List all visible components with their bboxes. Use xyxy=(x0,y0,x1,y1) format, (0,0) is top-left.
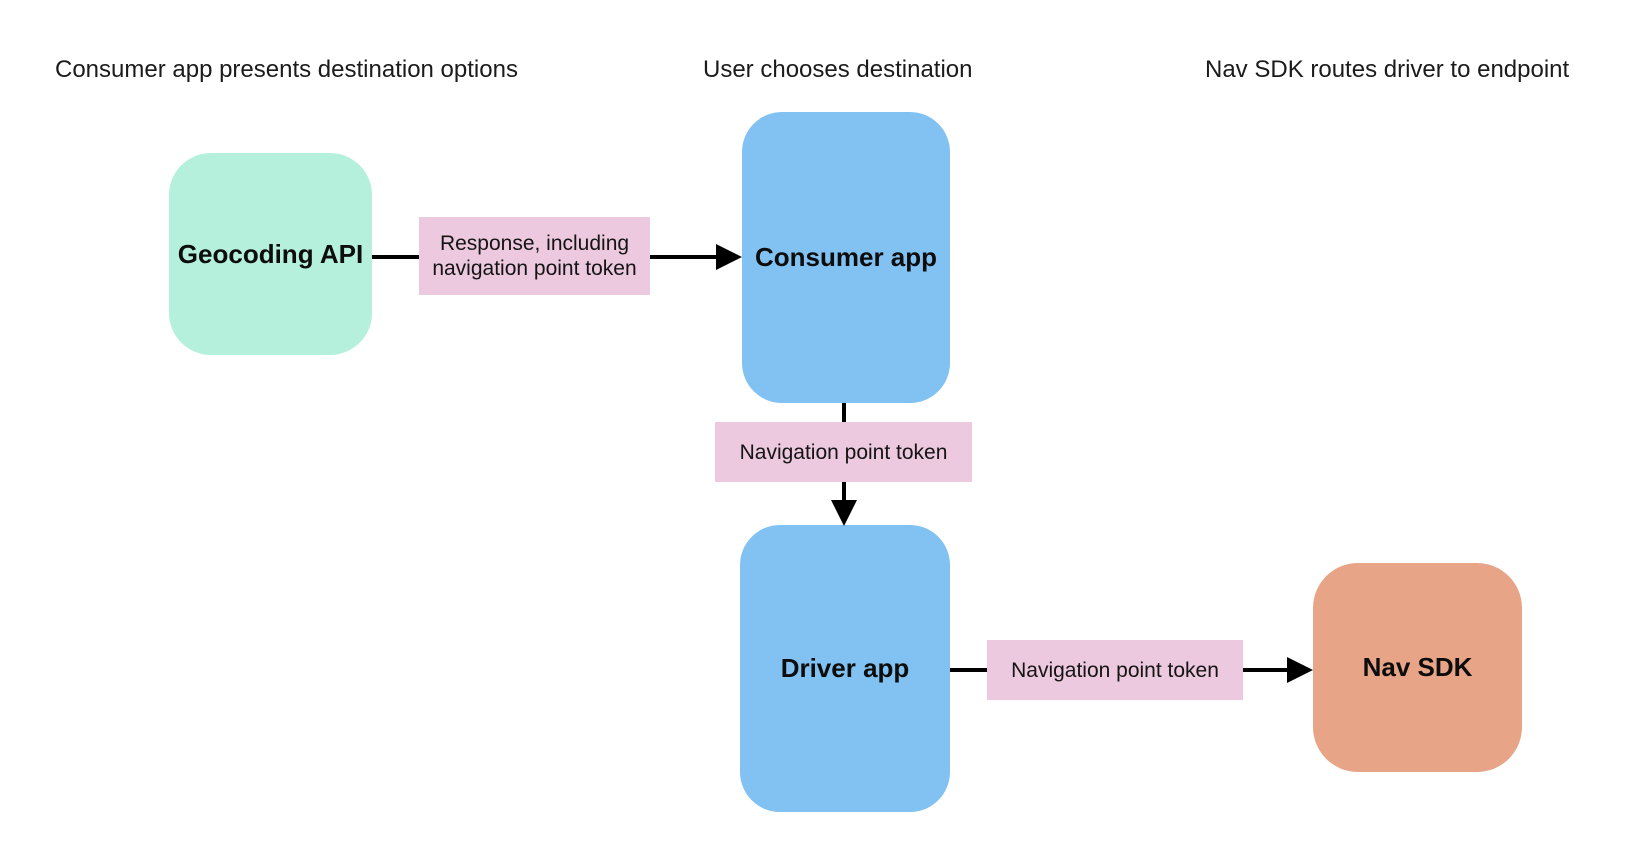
arrowhead-right-icon xyxy=(1287,657,1313,683)
edge-label-navigation-point-token-vertical: Navigation point token xyxy=(715,422,972,482)
edge-label-response-including-token: Response, including navigation point tok… xyxy=(419,217,650,295)
connector-driver-to-label xyxy=(950,668,987,672)
connector-geocoding-to-label xyxy=(372,255,419,259)
connector-consumer-to-label xyxy=(842,403,846,422)
edge-label-navigation-point-token-horizontal: Navigation point token xyxy=(987,640,1243,700)
node-driver-app: Driver app xyxy=(740,525,950,812)
connector-label-to-driver xyxy=(842,482,846,500)
stage-header-consumer-presents: Consumer app presents destination option… xyxy=(55,56,518,83)
node-nav-sdk: Nav SDK xyxy=(1313,563,1522,772)
stage-header-user-chooses: User chooses destination xyxy=(703,56,973,83)
node-geocoding-api: Geocoding API xyxy=(169,153,372,355)
stage-header-navsdk-routes: Nav SDK routes driver to endpoint xyxy=(1205,56,1570,83)
node-consumer-app: Consumer app xyxy=(742,112,950,403)
arrowhead-down-icon xyxy=(831,500,857,526)
arrowhead-right-icon xyxy=(716,244,742,270)
connector-label-to-consumer xyxy=(650,255,716,259)
connector-label-to-navsdk xyxy=(1243,668,1287,672)
